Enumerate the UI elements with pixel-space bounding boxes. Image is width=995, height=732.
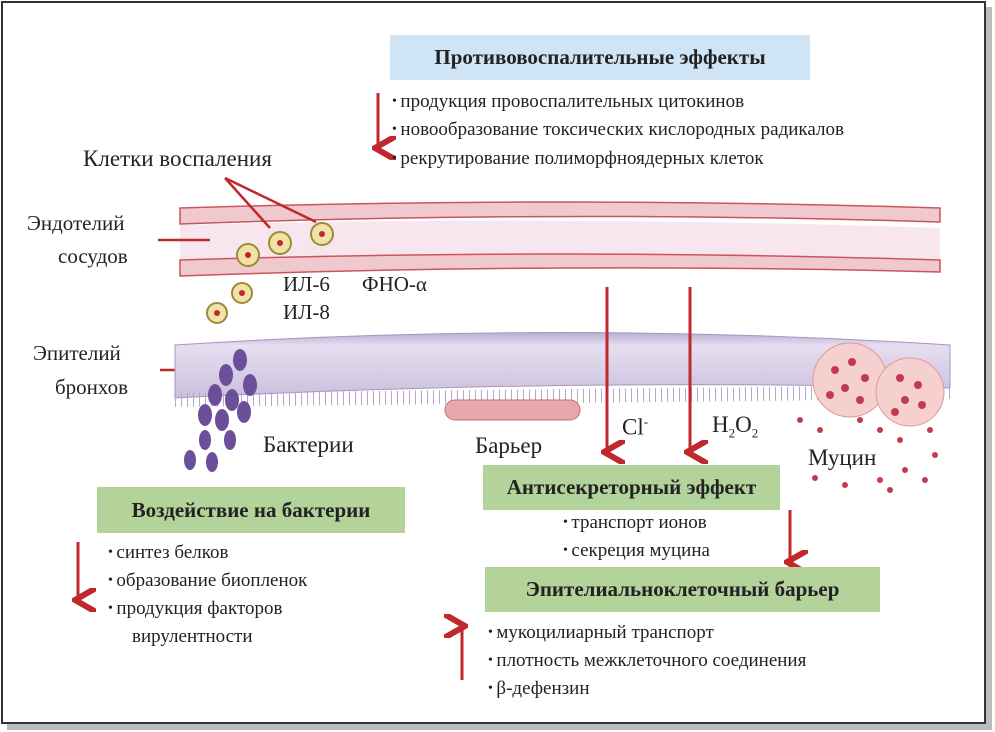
frame [1, 1, 986, 724]
tnf-label: ФНО-α [362, 272, 427, 296]
cl-charge: - [643, 414, 649, 429]
sub-2: 2 [751, 425, 759, 441]
peroxide-label: H2O2 [712, 413, 758, 440]
bullet: секреция муцина [563, 541, 710, 560]
anti-inflammatory-title: Противовоспалительные эффекты [390, 35, 810, 80]
epithelium-label: бронхов [55, 375, 129, 399]
blood-vessel [179, 201, 941, 277]
epithelial-barrier-title: Эпителиальноклеточный барьер [485, 567, 880, 612]
barrier-shape [444, 399, 581, 421]
bullet: синтез белков [108, 543, 228, 562]
bullet: продукция факторов [108, 599, 282, 618]
mucin-cells [797, 342, 945, 493]
bullet-continuation: вирулентности [132, 626, 253, 647]
il8-label: ИЛ-8 [283, 300, 330, 324]
cl-text: Cl [622, 414, 644, 440]
bullet: продукция провоспалительных цитокинов [392, 92, 744, 111]
bullet: образование биопленок [108, 571, 307, 590]
sub-2: 2 [728, 425, 736, 441]
endothelium-label: сосудов [58, 244, 128, 268]
chloride-label: Cl- [622, 415, 648, 439]
inflammation-cells-label: Клетки воспаления [83, 146, 272, 171]
epithelium-label: Эпителий [33, 341, 121, 365]
bullet: мукоцилиарный транспорт [488, 623, 713, 642]
arrows [78, 93, 790, 600]
mucin-label: Муцин [808, 445, 877, 470]
bacteria [184, 349, 257, 472]
bullet: β-дефензин [488, 679, 589, 698]
o-text: O [735, 412, 752, 437]
bullet: плотность межклеточного соединения [488, 651, 806, 670]
il6-label: ИЛ-6 [283, 272, 330, 296]
bullet: транспорт ионов [563, 513, 706, 532]
h-text: H [712, 412, 729, 437]
bronchial-epithelium [174, 332, 951, 407]
endothelium-label: Эндотелий [27, 211, 125, 235]
bacteria-label: Бактерии [263, 432, 354, 457]
barrier-label: Барьер [475, 433, 543, 458]
bacteria-effect-title: Воздействие на бактерии [97, 487, 405, 533]
bullet: рекрутирование полиморфноядерных клеток [392, 149, 763, 168]
bullet: новообразование токсических кислородных … [392, 120, 844, 139]
antisecretory-title: Антисекреторный эффект [483, 465, 780, 510]
